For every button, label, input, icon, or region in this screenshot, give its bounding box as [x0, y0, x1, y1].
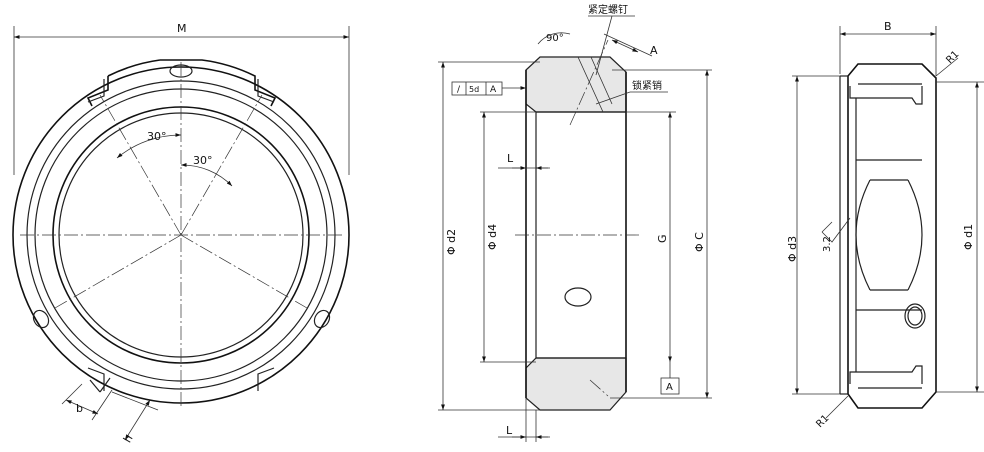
slot-top-right [257, 79, 275, 103]
side-bulge-right [907, 179, 923, 291]
roughness-value: 3.2 [822, 236, 833, 252]
side-pin-hole-inner [907, 306, 923, 326]
side-bottom-groove [849, 365, 923, 384]
section-bottom-dash [589, 379, 609, 397]
dim-b-line [65, 399, 99, 415]
dim-d3-label: Φ d3 [786, 236, 799, 262]
radius-top-leader [935, 57, 959, 77]
angle-arc-30-left [116, 133, 182, 159]
datum-box [660, 377, 680, 395]
radial-line-right [180, 94, 263, 236]
side-view: B R1 R1 Φ d3 Φ d1 3.2 [786, 20, 984, 430]
dim-d2-label: Φ d2 [445, 229, 458, 255]
dim-G-label: G [656, 234, 669, 243]
section-pin-hole [564, 287, 592, 307]
side-top-groove [849, 86, 923, 105]
radial-line-left [99, 94, 182, 236]
radial-line-low-right [180, 234, 308, 309]
pin-hole-left [32, 309, 50, 329]
angle-90-label: 90° [546, 33, 564, 44]
dim-d1-label: Φ d1 [962, 224, 975, 250]
section-top-fill [525, 56, 627, 113]
radial-line-low-left [54, 234, 182, 309]
slot-top-left [87, 79, 105, 103]
dim-d4-label: Φ d4 [486, 224, 499, 250]
angle-label-right: 30° [193, 154, 213, 167]
dim-h-ext [111, 391, 159, 411]
dim-M-label: M [177, 22, 187, 35]
tolerance-datum: A [490, 85, 497, 95]
dim-C-label: Φ C [693, 232, 706, 252]
section-view: Φ d2 Φ d4 G Φ C L L 90° A [438, 3, 712, 442]
dim-A-label: A [650, 44, 658, 57]
dim-L-top-label: L [507, 152, 514, 165]
section-bottom-fill [525, 357, 627, 411]
radius-top-label: R1 [944, 49, 961, 66]
slot-bottom-right [257, 367, 275, 391]
tolerance-frame: / 5d A [451, 81, 526, 96]
tolerance-value: 5d [469, 85, 479, 94]
front-view: 30° 30° M b h [12, 22, 350, 445]
callout-lock-pin-leader [595, 91, 631, 105]
callout-set-screw-leader [595, 15, 613, 76]
dim-h-line [124, 399, 151, 441]
roughness-bar [821, 221, 833, 233]
datum-box-label: A [666, 382, 673, 393]
dim-B-label: B [884, 20, 892, 33]
dim-b-label: b [76, 402, 83, 415]
side-bulge-left [855, 179, 871, 291]
dim-A-line [611, 39, 639, 53]
dim-A-ext [603, 33, 653, 57]
slot-bottom-left [87, 367, 105, 391]
tolerance-symbol: / [457, 85, 461, 95]
angle-arc-30-right [180, 162, 233, 187]
dim-b-ext-1 [61, 383, 83, 405]
roughness-symbol [821, 217, 851, 243]
set-screw-line-2 [590, 56, 613, 105]
pin-hole-right [313, 309, 331, 329]
angle-label-left: 30° [147, 130, 167, 143]
pin-hole-top [169, 64, 193, 78]
side-pin-hole [904, 303, 926, 329]
side-body-outline [847, 63, 937, 409]
angle-90-arc [537, 32, 571, 45]
dim-L-bottom-label: L [506, 424, 513, 437]
slot-bottom-notch [89, 377, 111, 393]
dim-b-ext-2 [91, 389, 113, 421]
callout-set-screw: 紧定螺钉 [588, 3, 628, 16]
radius-bottom-leader [825, 395, 849, 419]
callout-lock-pin: 锁紧销 [632, 79, 662, 92]
